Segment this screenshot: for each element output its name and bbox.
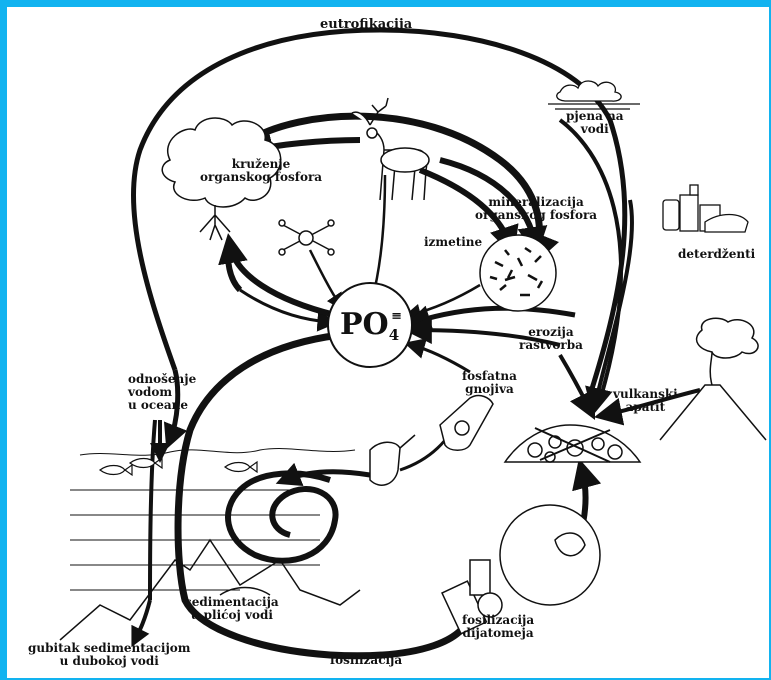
arrows-to-po4 <box>308 174 576 374</box>
detergent-icon <box>662 184 749 233</box>
label-odnosenje: odnošenje vodom u oceane <box>128 372 197 412</box>
ocean-section <box>59 448 361 641</box>
inflow-arrows <box>558 118 701 426</box>
diatom-icon <box>441 504 601 635</box>
fertilizer-bag-icon <box>439 394 494 451</box>
label-mineralizacija: mineralizacija organskog fosfora <box>475 195 598 222</box>
deer-icon <box>351 97 430 201</box>
label-erozija: erozija rastvorba <box>519 325 583 352</box>
bone-icon <box>278 219 335 256</box>
bacteria-icon <box>479 234 557 312</box>
po4-superscript: ≡ <box>391 309 403 324</box>
label-fosilizacija: fosilizacija <box>330 653 403 667</box>
eutrophication-loop-arrow <box>131 27 628 450</box>
po4-label: PO4 ≡ <box>340 307 410 344</box>
label-vulkanski: vulkanski apatit <box>613 387 678 414</box>
label-pjena: pjena na vodi <box>566 109 624 136</box>
foam-icon <box>548 80 640 110</box>
po4-formula: PO <box>340 307 389 342</box>
label-fosilizacija-dijatomeja: fosilizacija dijatomeja <box>462 613 535 640</box>
label-kruzenje: kruženje organskog fosfora <box>200 157 323 184</box>
label-fosfatna: fosfatna gnojiva <box>462 369 517 396</box>
fish-icon <box>98 456 258 477</box>
label-eutrofikacija: eutrofikacija <box>320 17 413 32</box>
po4-circle <box>327 282 413 368</box>
label-izmetine: izmetine <box>424 235 483 249</box>
tree-icon <box>161 117 282 241</box>
label-gubitak: gubitak sedimentacijom u dubokoj vodi <box>28 641 191 668</box>
mineralization-arrows <box>418 157 548 257</box>
label-deterdzenti: deterdženti <box>678 247 756 261</box>
volcano-icon <box>659 317 767 441</box>
po4-subscript: 4 <box>388 326 400 344</box>
bird-icon <box>369 434 416 486</box>
label-sedimentacija: sedimentacija u plićoj vodi <box>185 595 279 622</box>
rock-pile-icon <box>503 424 642 463</box>
